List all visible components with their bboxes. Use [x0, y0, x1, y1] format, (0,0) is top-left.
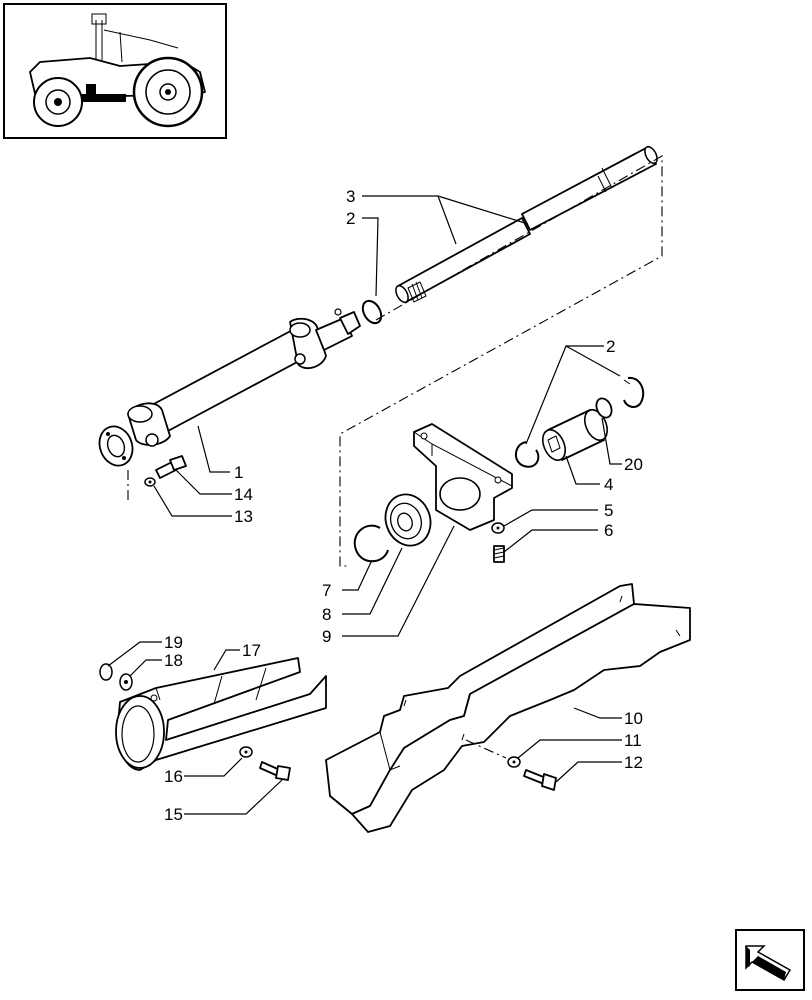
- callout-9: 9: [322, 627, 331, 646]
- callout-20: 20: [624, 455, 643, 474]
- callout-7: 7: [322, 581, 331, 600]
- callout-14: 14: [234, 485, 253, 504]
- assembly-line-lower: [465, 739, 507, 759]
- washer-18: [119, 673, 133, 691]
- callout-6: 6: [604, 521, 613, 540]
- bolt-15: [259, 761, 291, 781]
- next-page-arrow-icon[interactable]: [735, 929, 805, 991]
- callout-15: 15: [164, 805, 183, 824]
- circlip-7: [353, 524, 389, 563]
- callout-16: 16: [164, 767, 183, 786]
- nut-19: [99, 663, 113, 681]
- propeller-shaft-3: [395, 145, 658, 304]
- circlip-2-right: [623, 376, 645, 408]
- tractor-location-thumbnail: [3, 3, 227, 139]
- washer-13: [144, 477, 156, 487]
- washer-11: [507, 756, 521, 768]
- callout-4: 4: [604, 475, 613, 494]
- guard-17: [115, 657, 327, 771]
- callout-8: 8: [322, 605, 331, 624]
- callout-18: 18: [164, 651, 183, 670]
- callout-2-upper: 2: [346, 209, 355, 228]
- bearing-8: [384, 493, 432, 547]
- callout-10: 10: [624, 709, 643, 728]
- washer-5: [491, 522, 505, 534]
- callout-17: 17: [242, 641, 261, 660]
- callout-labels: 3 2 2 20 4 5 6 1 14 13 7 8 9 19 18 17 10…: [164, 187, 643, 824]
- washer-16: [239, 746, 253, 758]
- leader-lines: [107, 195, 622, 815]
- callout-12: 12: [624, 753, 643, 772]
- callout-2-right: 2: [606, 337, 615, 356]
- cardan-shaft-1: [98, 308, 361, 467]
- circlip-2-left: [515, 441, 540, 468]
- guard-10: [325, 583, 691, 833]
- callout-19: 19: [164, 633, 183, 652]
- callout-3: 3: [346, 187, 355, 206]
- callout-11: 11: [624, 731, 642, 750]
- callout-5: 5: [604, 501, 613, 520]
- support-bracket-9: [413, 423, 513, 531]
- bolt-6: [493, 545, 505, 563]
- bolt-12: [523, 769, 557, 791]
- callout-13: 13: [234, 507, 253, 526]
- ring-20: [595, 397, 613, 419]
- circlip-2-upper: [361, 299, 383, 325]
- sleeve-4: [541, 409, 609, 461]
- assembly-line-upper: [127, 155, 663, 567]
- callout-1: 1: [234, 463, 243, 482]
